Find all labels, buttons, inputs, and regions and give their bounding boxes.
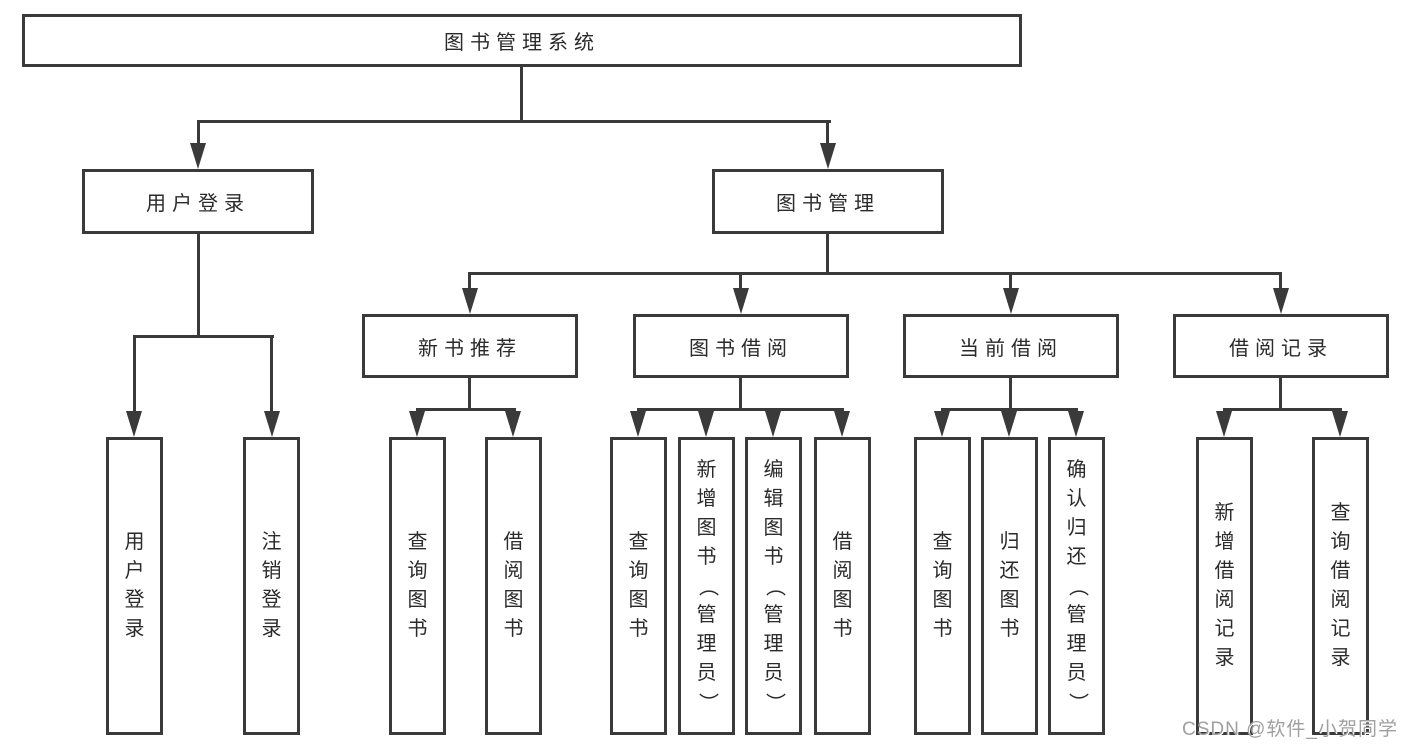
arrow-down-icon: [820, 143, 836, 169]
node-leaf-return-books: 归还图书: [981, 437, 1038, 735]
node-leaf-borrow-books: 借阅图书: [814, 437, 871, 735]
arrow-down-icon: [934, 411, 950, 437]
node-leaf-add-borrow-record: 新增借阅记录: [1196, 437, 1253, 735]
arrow-down-icon: [630, 411, 646, 437]
arrow-down-icon: [190, 143, 206, 169]
drop-line: [826, 120, 829, 145]
arrow-down-icon: [409, 411, 425, 437]
split-line: [1223, 408, 1342, 411]
arrow-down-icon: [1332, 411, 1348, 437]
arrow-down-icon: [1216, 411, 1232, 437]
arrow-down-icon: [126, 411, 142, 437]
drop-line: [270, 335, 273, 413]
node-leaf-query-books-borrow: 查询图书: [610, 437, 667, 735]
leaf-label: 注销登录: [261, 531, 282, 640]
node-book-management-label: 图书管理: [776, 193, 880, 215]
leaf-label: 新增图书（管理员）: [696, 458, 718, 713]
node-user-login-label: 用户登录: [146, 193, 250, 215]
drop-line: [1279, 272, 1282, 290]
leaf-label: 归还图书: [999, 531, 1020, 640]
user-login-stem-line: [197, 234, 200, 335]
node-current-borrow-label: 当前借阅: [959, 337, 1063, 360]
leaf-label: 查询图书: [932, 531, 953, 640]
new-book-recommend-stem-line: [468, 378, 471, 408]
root-stem-line: [520, 67, 523, 120]
node-book-borrow: 图书借阅: [633, 314, 849, 378]
watermark: CSDN @软件_小贺同学: [1182, 719, 1398, 740]
node-leaf-query-books-recommend: 查询图书: [389, 437, 446, 735]
node-borrow-records-label: 借阅记录: [1229, 337, 1333, 360]
node-new-book-recommend-label: 新书推荐: [418, 337, 522, 360]
book-management-stem-line: [826, 234, 829, 272]
node-leaf-confirm-return-admin: 确认归还（管理员）: [1048, 437, 1105, 735]
arrow-down-icon: [1003, 288, 1019, 314]
node-leaf-user-login: 用户登录: [106, 437, 163, 735]
leaf-label: 编辑图书（管理员）: [763, 458, 785, 713]
book-borrow-stem-line: [739, 378, 742, 408]
node-leaf-logout: 注销登录: [243, 437, 300, 735]
node-book-management: 图书管理: [712, 169, 944, 234]
arrow-down-icon: [1001, 411, 1017, 437]
leaf-label: 确认归还（管理员）: [1066, 458, 1088, 713]
node-book-borrow-label: 图书借阅: [689, 337, 793, 360]
level2-split-line: [197, 120, 831, 123]
node-new-book-recommend: 新书推荐: [362, 314, 578, 378]
node-leaf-borrow-books-recommend: 借阅图书: [485, 437, 542, 735]
arrow-down-icon: [834, 411, 850, 437]
leaf-label: 查询借阅记录: [1330, 502, 1351, 669]
level3-split-line: [468, 272, 1282, 275]
leaf-label: 用户登录: [124, 531, 145, 640]
drop-line: [197, 120, 200, 145]
borrow-records-stem-line: [1279, 378, 1282, 408]
node-leaf-edit-books-admin: 编辑图书（管理员）: [745, 437, 802, 735]
arrow-down-icon: [733, 288, 749, 314]
leaf-label: 新增借阅记录: [1214, 502, 1235, 669]
arrow-down-icon: [698, 411, 714, 437]
user-login-split-line: [133, 335, 274, 338]
node-borrow-records: 借阅记录: [1173, 314, 1389, 378]
drop-line: [133, 335, 136, 413]
arrow-down-icon: [1068, 411, 1084, 437]
node-leaf-add-books-admin: 新增图书（管理员）: [678, 437, 735, 735]
leaf-label: 借阅图书: [503, 531, 524, 640]
drop-line: [1009, 272, 1012, 290]
arrow-down-icon: [264, 411, 280, 437]
split-line: [637, 408, 844, 411]
arrow-down-icon: [505, 411, 521, 437]
arrow-down-icon: [462, 288, 478, 314]
leaf-label: 查询图书: [628, 531, 649, 640]
node-current-borrow: 当前借阅: [903, 314, 1119, 378]
arrow-down-icon: [765, 411, 781, 437]
current-borrow-stem-line: [1009, 378, 1012, 408]
node-root: 图书管理系统: [22, 14, 1022, 67]
node-root-label: 图书管理系统: [444, 32, 600, 54]
split-line: [416, 408, 516, 411]
drop-line: [739, 272, 742, 290]
node-leaf-query-borrow-record: 查询借阅记录: [1312, 437, 1369, 735]
node-leaf-query-books-current: 查询图书: [914, 437, 971, 735]
node-user-login: 用户登录: [82, 169, 314, 234]
arrow-down-icon: [1273, 288, 1289, 314]
leaf-label: 查询图书: [407, 531, 428, 640]
drop-line: [468, 272, 471, 290]
leaf-label: 借阅图书: [832, 531, 853, 640]
